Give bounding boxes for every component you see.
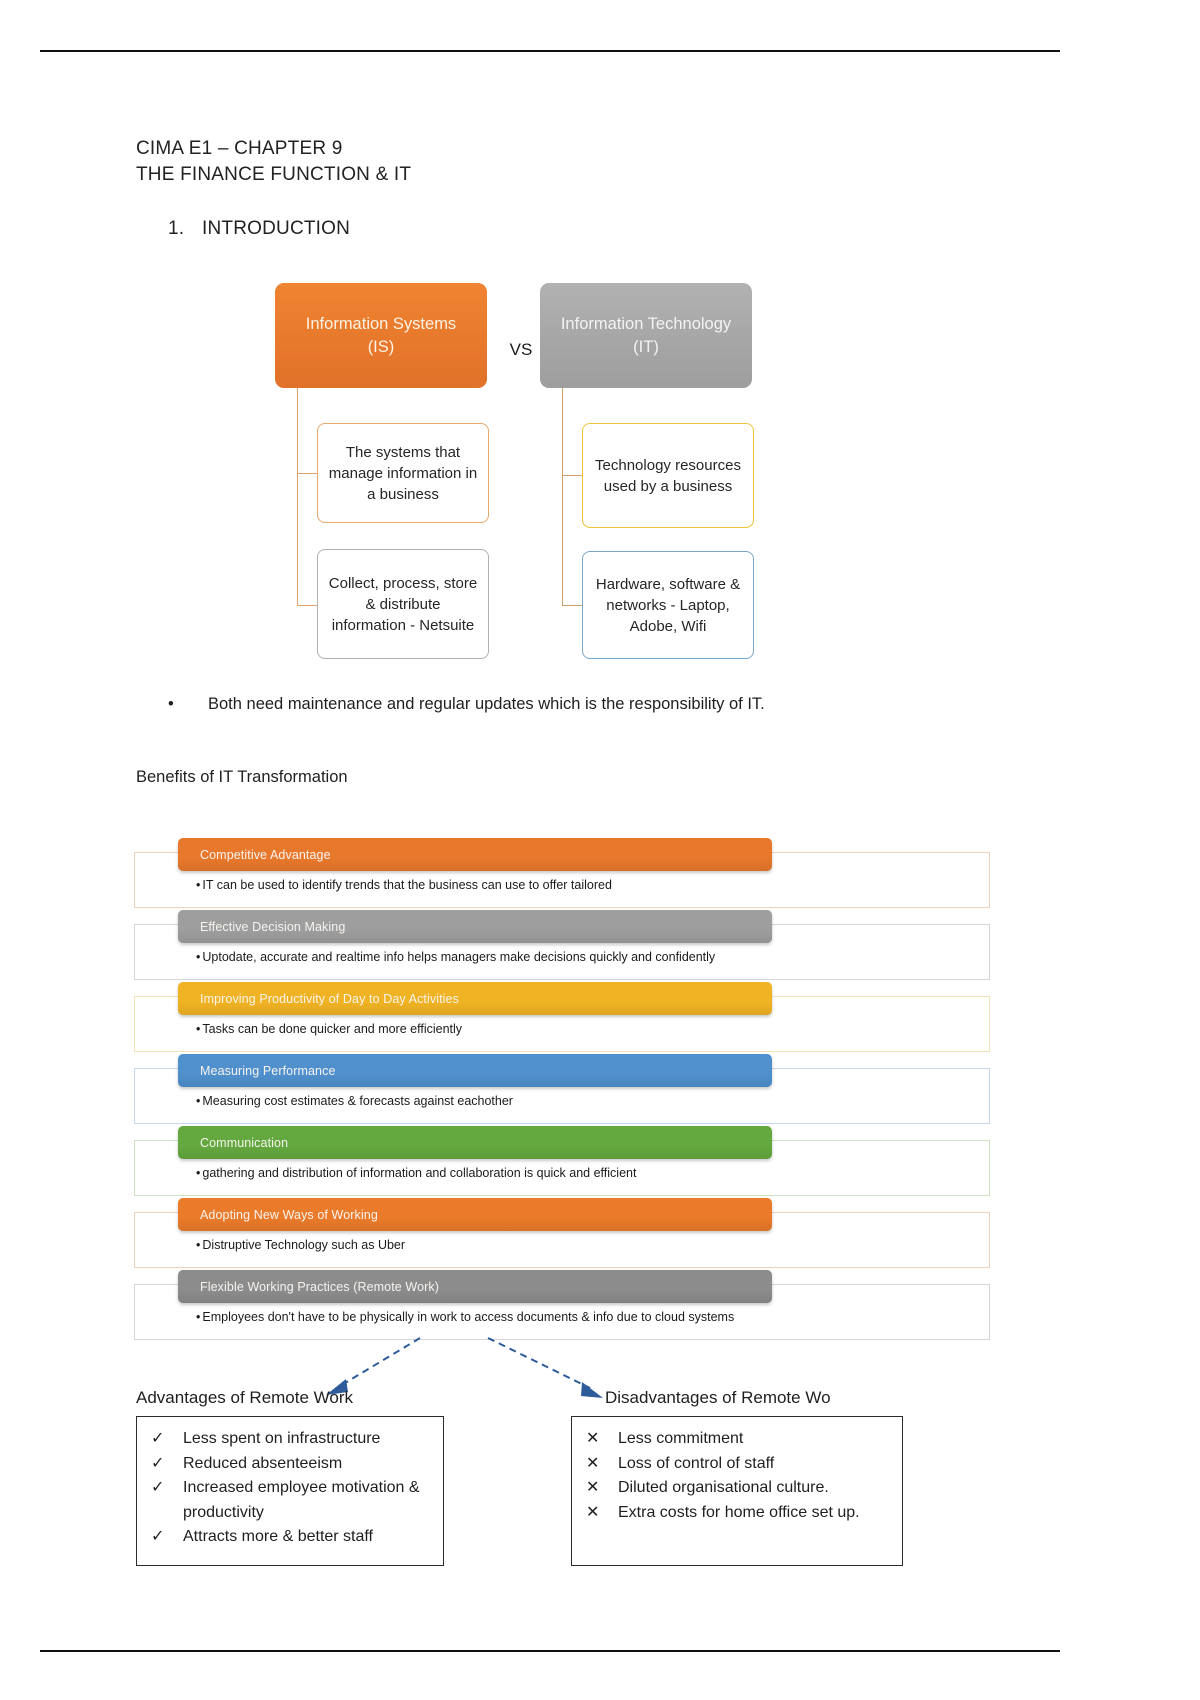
connector-right-branch-1 — [562, 475, 582, 476]
list-item-text: Increased employee motivation & producti… — [183, 1479, 420, 1521]
benefit-bullet-glyph: • — [196, 1166, 201, 1180]
connector-right-branch-2 — [562, 605, 582, 606]
list-item-text: Less commitment — [618, 1430, 744, 1447]
benefit-bullet-glyph: • — [196, 1310, 201, 1324]
benefit-detail: •Distruptive Technology such as Uber — [196, 1238, 405, 1252]
diagram-header-information-technology: Information Technology (IT) — [540, 283, 752, 388]
list-item: ✕ Diluted organisational culture. — [586, 1476, 894, 1501]
cross-icon: ✕ — [586, 1503, 600, 1521]
list-item: ✓ Less spent on infrastructure — [151, 1427, 435, 1452]
connector-left-branch-2 — [297, 605, 317, 606]
connector-left-branch-1 — [297, 473, 317, 474]
section-heading-introduction: 1. INTRODUCTION — [168, 218, 350, 240]
list-item-text: Extra costs for home office set up. — [618, 1503, 860, 1521]
bullet-glyph: • — [168, 695, 174, 713]
benefit-row: Adopting New Ways of Working •Distruptive… — [134, 1198, 990, 1270]
diagram-node-is-definition: The systems that manage information in a… — [317, 423, 489, 523]
benefit-detail-text: gathering and distribution of informatio… — [202, 1166, 637, 1180]
list-item-text: Attracts more & better staff — [183, 1528, 373, 1545]
check-icon: ✓ — [151, 1479, 165, 1496]
cross-icon: ✕ — [586, 1430, 600, 1447]
benefit-bar[interactable]: Effective Decision Making — [178, 910, 772, 943]
diagram-node-it-definition: Technology resources used by a business — [582, 423, 754, 528]
benefit-row: Flexible Working Practices (Remote Work)… — [134, 1270, 990, 1342]
connector-right-vertical — [562, 388, 563, 606]
benefit-bullet-glyph: • — [196, 878, 201, 892]
benefit-detail: •Measuring cost estimates & forecasts ag… — [196, 1094, 513, 1108]
maintenance-note: • Both need maintenance and regular updat… — [168, 695, 765, 714]
benefit-bullet-glyph: • — [196, 1022, 201, 1036]
benefit-bullet-glyph: • — [196, 950, 201, 964]
is-vs-it-diagram: Information Systems (IS) VS Information … — [275, 283, 795, 683]
benefit-detail: •Tasks can be done quicker and more effi… — [196, 1022, 462, 1036]
list-item-text: Reduced absenteeism — [183, 1454, 343, 1472]
benefit-bullet-glyph: • — [196, 1094, 201, 1108]
diagram-node-is-functions: Collect, process, store & distribute inf… — [317, 549, 489, 659]
benefit-row: Effective Decision Making •Uptodate, accu… — [134, 910, 990, 982]
benefit-bar[interactable]: Flexible Working Practices (Remote Work) — [178, 1270, 772, 1303]
list-item-text: Diluted organisational culture. — [618, 1479, 829, 1496]
diagram-node-it-components: Hardware, software & networks - Laptop, … — [582, 551, 754, 659]
check-icon: ✓ — [151, 1528, 165, 1545]
section-number: 1. — [168, 218, 185, 239]
benefit-bar[interactable]: Measuring Performance — [178, 1054, 772, 1087]
benefits-heading: Benefits of IT Transformation — [136, 768, 348, 786]
list-item-text: Less spent on infrastructure — [183, 1430, 381, 1447]
benefit-detail-text: Distruptive Technology such as Uber — [202, 1238, 406, 1252]
benefit-detail-text: Uptodate, accurate and realtime info hel… — [202, 950, 716, 964]
advantages-box: ✓ Less spent on infrastructure ✓ Reduced ab… — [136, 1416, 444, 1566]
advantages-heading: Advantages of Remote Work — [136, 1388, 354, 1407]
section-title: INTRODUCTION — [202, 218, 351, 239]
benefit-detail-text: IT can be used to identify trends that t… — [202, 878, 612, 892]
benefit-detail: •IT can be used to identify trends that … — [196, 878, 612, 892]
benefit-detail-text: Tasks can be done quicker and more effic… — [202, 1022, 463, 1036]
benefit-detail-text: Measuring cost estimates & forecasts aga… — [202, 1094, 513, 1108]
it-header-line-2: (IT) — [633, 337, 659, 356]
page-bottom-rule — [40, 1650, 1060, 1652]
benefit-row: Competitive Advantage •IT can be used to … — [134, 838, 990, 910]
cross-icon: ✕ — [586, 1454, 600, 1472]
benefit-bar[interactable]: Improving Productivity of Day to Day Act… — [178, 982, 772, 1015]
it-header-line-1: Information Technology — [560, 314, 732, 333]
benefits-list: Competitive Advantage•IT can be used to … — [134, 838, 990, 1342]
benefit-detail: •Employees don't have to be physically i… — [196, 1310, 734, 1324]
vs-label: VS — [509, 340, 533, 359]
page-top-rule — [40, 50, 1060, 52]
check-icon: ✓ — [151, 1430, 165, 1447]
benefit-detail-text: Employees don't have to be physically in… — [202, 1310, 735, 1324]
document-title-line-1: CIMA E1 – CHAPTER 9 — [136, 138, 343, 159]
maintenance-note-text: Both need maintenance and regular update… — [208, 695, 765, 713]
benefit-detail: •gathering and distribution of informati… — [196, 1166, 636, 1180]
benefit-bar[interactable]: Competitive Advantage — [178, 838, 772, 871]
is-header-line-2: (IS) — [367, 337, 395, 356]
is-header-line-1: Information Systems — [305, 314, 457, 333]
check-icon: ✓ — [151, 1454, 165, 1472]
list-item: ✕ Less commitment — [586, 1427, 894, 1452]
connector-left-vertical — [297, 388, 298, 606]
list-item: ✓ Reduced absenteeism — [151, 1452, 435, 1477]
benefit-row: Measuring Performance •Measuring cost est… — [134, 1054, 990, 1126]
document-title-line-2: THE FINANCE FUNCTION & IT — [136, 164, 412, 185]
benefit-bullet-glyph: • — [196, 1238, 201, 1252]
disadvantages-box: ✕ Less commitment ✕ Loss of control of staf… — [571, 1416, 903, 1566]
remote-work-arrows — [130, 1330, 830, 1420]
benefit-detail: •Uptodate, accurate and realtime info he… — [196, 950, 715, 964]
disadvantages-heading: Disadvantages of Remote Wo — [605, 1388, 831, 1407]
list-item: ✕ Extra costs for home office set up. — [586, 1501, 894, 1526]
benefit-row: Improving Productivity of Day to Day Act… — [134, 982, 990, 1054]
list-item: ✕ Loss of control of staff — [586, 1452, 894, 1477]
diagram-header-information-systems: Information Systems (IS) — [275, 283, 487, 388]
document-title: CIMA E1 – CHAPTER 9 THE FINANCE FUNCTION… — [136, 136, 411, 188]
benefit-bar[interactable]: Communication — [178, 1126, 772, 1159]
list-item: ✓ Increased employee motivation & product… — [151, 1476, 435, 1525]
benefit-bar[interactable]: Adopting New Ways of Working — [178, 1198, 772, 1231]
list-item-text: Loss of control of staff — [618, 1454, 775, 1472]
cross-icon: ✕ — [586, 1479, 600, 1496]
list-item: ✓ Attracts more & better staff — [151, 1525, 435, 1550]
benefit-row: Communication •gathering and distribution… — [134, 1126, 990, 1198]
